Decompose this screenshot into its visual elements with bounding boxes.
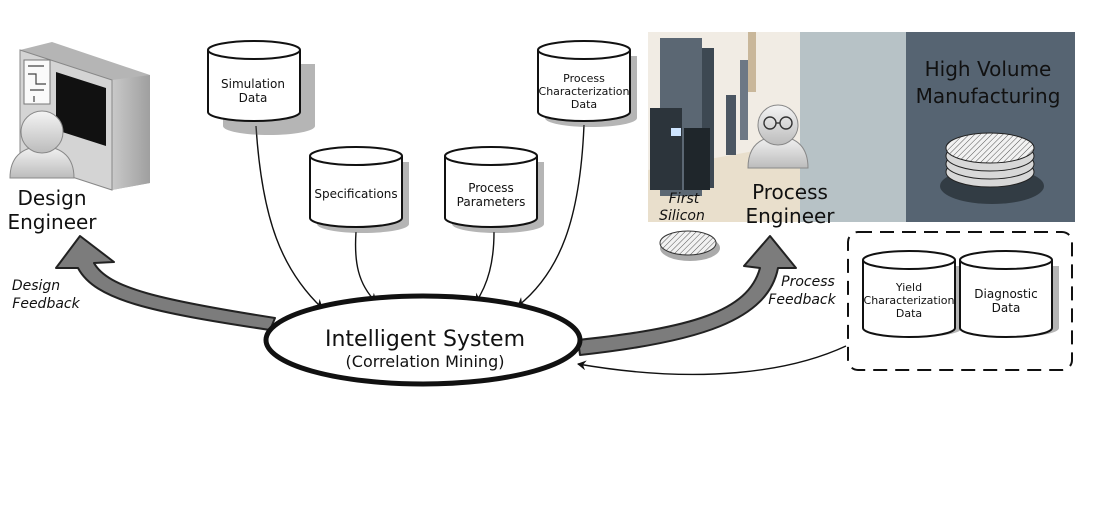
process-feedback-label-line2: Feedback <box>768 292 836 308</box>
diagnostic-data-store: Diagnostic Data <box>959 250 1059 338</box>
diagnostic-data-label-line2: Data <box>992 301 1021 315</box>
system-title: Intelligent System <box>325 327 525 352</box>
first-silicon-wafer-icon <box>659 230 720 261</box>
simulation-data-label-line1: Simulation <box>221 77 285 91</box>
hvm-label-line1: High Volume <box>925 57 1052 81</box>
design-feedback-label-line1: Design <box>12 278 60 294</box>
first-silicon-label-line1: First <box>669 191 700 207</box>
simulation-data-label-line2: Data <box>239 91 268 105</box>
arrow-parameters-to-system <box>475 231 495 303</box>
intelligent-system-node: Intelligent System (Correlation Mining) <box>263 293 583 387</box>
arrow-simulation-to-system <box>255 125 323 309</box>
design-engineer-label-line2: Engineer <box>7 210 97 234</box>
arrow-characterization-to-system <box>517 124 585 307</box>
yield-characterization-label-line1: Yield <box>895 281 922 294</box>
fab-light-wall <box>800 32 906 222</box>
glasses-icon <box>763 116 793 130</box>
yield-characterization-label-line3: Data <box>896 307 922 320</box>
process-engineer-label-line2: Engineer <box>745 204 835 228</box>
first-silicon-label-line2: Silicon <box>659 208 705 224</box>
simulation-data-store: Simulation Data <box>207 40 315 135</box>
process-feedback-arrow <box>577 235 797 356</box>
process-characterization-data-store: Process Characterization Data <box>537 40 637 127</box>
process-engineer-label-line1: Process <box>752 180 828 204</box>
yield-characterization-data-store: Yield Characterization Data <box>862 250 962 338</box>
fab-scene: High Volume Manufacturing <box>648 32 1075 222</box>
process-engineer-avatar <box>747 104 809 169</box>
arrow-specifications-to-system <box>354 231 377 303</box>
process-parameters-data-store: Process Parameters <box>444 146 544 233</box>
design-engineer-label-line1: Design <box>17 186 86 210</box>
diagnostic-data-label-line1: Diagnostic <box>974 287 1037 301</box>
design-engineer-avatar <box>9 110 75 179</box>
design-feedback-arrow <box>55 235 276 331</box>
arrow-fab-data-to-system <box>577 345 847 376</box>
specifications-data-store: Specifications <box>309 146 409 233</box>
process-characterization-label-line3: Data <box>571 98 597 111</box>
process-parameters-label-line1: Process <box>468 181 514 195</box>
wafer-stack-icon <box>940 132 1044 204</box>
yield-characterization-label-line2: Characterization <box>864 294 955 307</box>
fab-tools <box>650 32 756 196</box>
system-subtitle: (Correlation Mining) <box>346 352 505 371</box>
design-feedback-label-line2: Feedback <box>12 296 80 312</box>
process-feedback-label-line1: Process <box>781 274 835 290</box>
process-characterization-label-line2: Characterization <box>539 85 630 98</box>
hvm-label-line2: Manufacturing <box>916 84 1061 108</box>
process-characterization-label-line1: Process <box>563 72 605 85</box>
specifications-label: Specifications <box>314 187 397 201</box>
process-parameters-label-line2: Parameters <box>457 195 526 209</box>
